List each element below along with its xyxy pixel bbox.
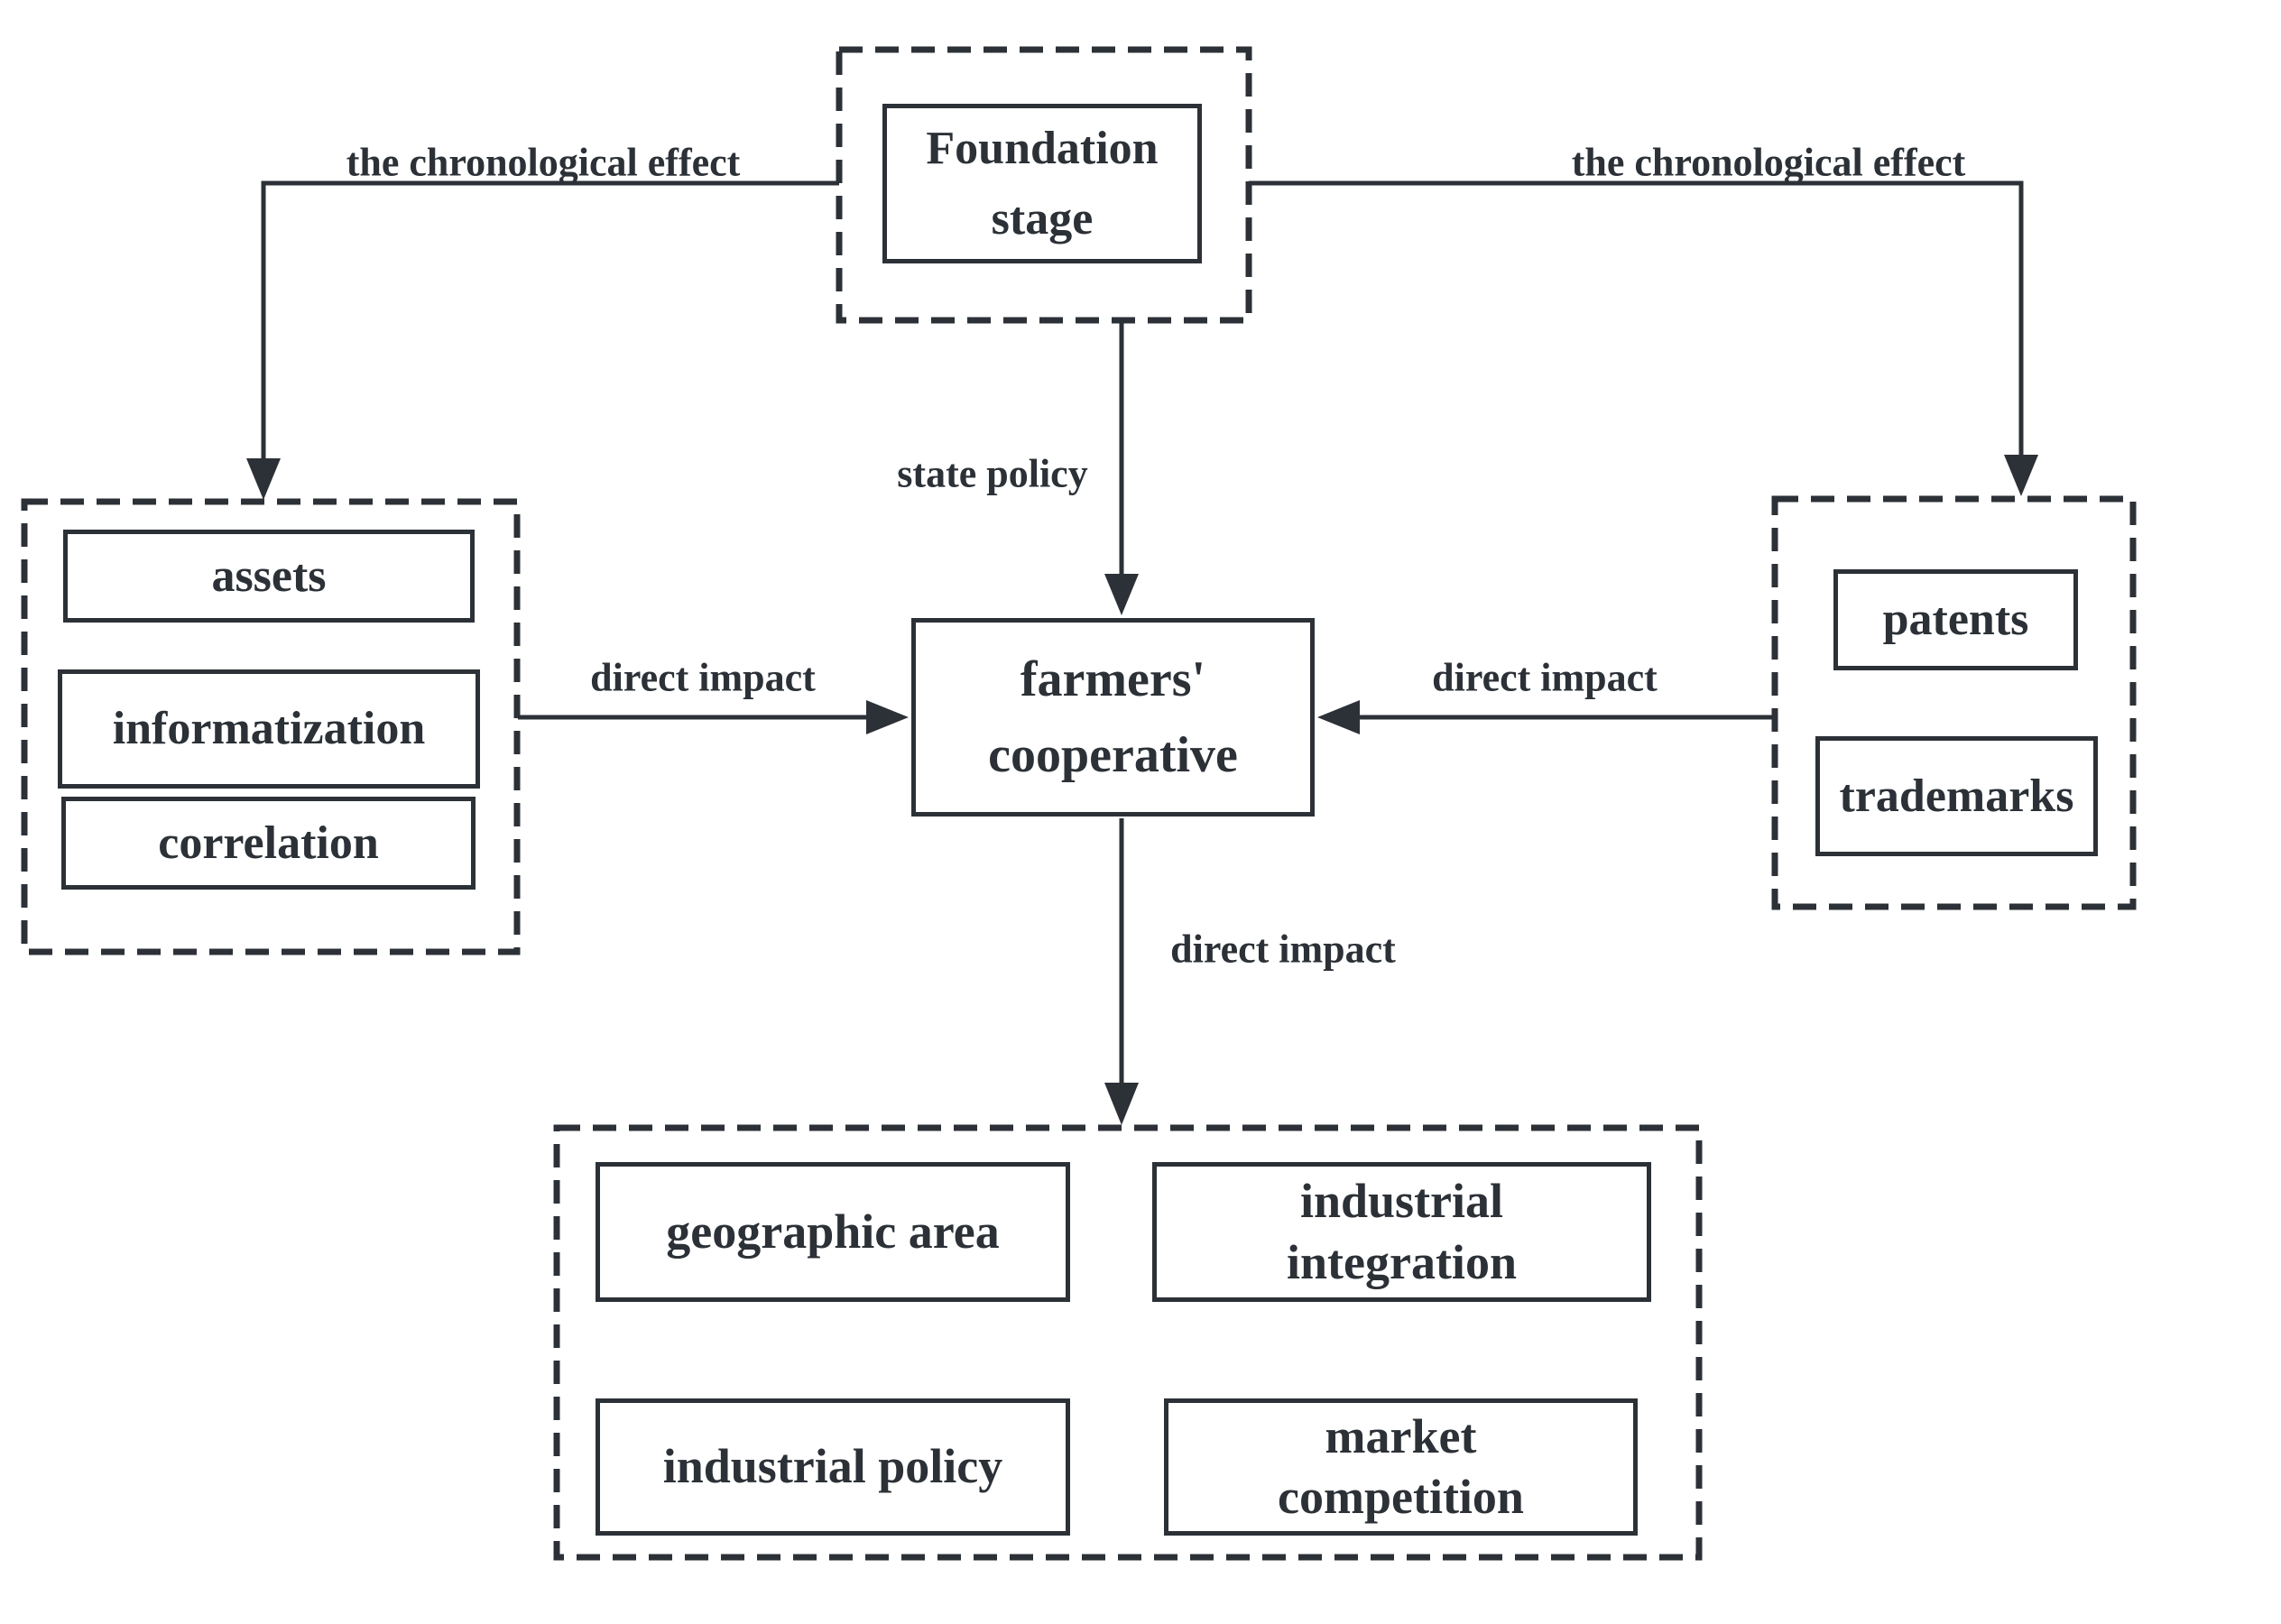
market-competition-label-line1: market [1325,1408,1477,1463]
state-policy-arrowhead [1104,574,1139,615]
patents-box: patents [1833,569,2078,670]
right-chronological-arrow-line [1249,180,2024,457]
right-direct-impact-arrowhead [1317,700,1360,734]
farmers-cooperative-label-line1: farmers' [1020,651,1206,707]
farmers-cooperative-label-line2: cooperative [988,727,1238,783]
right-direct-impact-label: direct impact [1432,655,1658,700]
left-chronological-arrowhead [246,458,281,500]
market-competition-box: market competition [1164,1398,1638,1536]
correlation-label: correlation [158,817,379,869]
industrial-integration-box: industrial integration [1152,1162,1651,1302]
industrial-integration-label-line1: industrial [1299,1174,1504,1228]
market-competition-label-line2: competition [1278,1470,1524,1524]
foundation-stage-label-line2: stage [991,192,1094,245]
bottom-group-border [553,1124,1703,1561]
left-direct-impact-label: direct impact [590,655,816,700]
bottom-direct-impact-label: direct impact [1170,927,1396,972]
right-group-border [1771,495,2137,910]
right-chronological-arrowhead [2004,455,2038,496]
informatization-box: informatization [58,669,480,789]
trademarks-label: trademarks [1839,770,2074,822]
left-direct-impact-arrowhead [866,700,909,734]
correlation-box: correlation [61,797,476,890]
left-chronological-effect-label: the chronological effect [346,140,741,185]
geographic-area-box: geographic area [596,1162,1070,1302]
farmers-cooperative-box: farmers' cooperative [911,618,1315,817]
left-chronological-arrow-line [261,180,839,460]
left-group-border [21,498,521,955]
industrial-integration-label-line2: integration [1287,1234,1517,1289]
right-chronological-effect-label: the chronological effect [1571,140,1966,185]
patents-label: patents [1882,594,2029,645]
foundation-stage-label-line1: Foundation [926,122,1159,174]
state-policy-label: state policy [897,451,1088,496]
geographic-area-label: geographic area [666,1204,1000,1259]
informatization-label: informatization [112,703,426,754]
bottom-direct-impact-arrowhead [1104,1083,1139,1125]
industrial-policy-label: industrial policy [662,1439,1003,1494]
assets-box: assets [63,530,475,623]
industrial-policy-box: industrial policy [596,1398,1070,1536]
trademarks-box: trademarks [1815,736,2098,856]
foundation-stage-box: Foundation stage [882,104,1202,263]
assets-label: assets [211,549,327,602]
